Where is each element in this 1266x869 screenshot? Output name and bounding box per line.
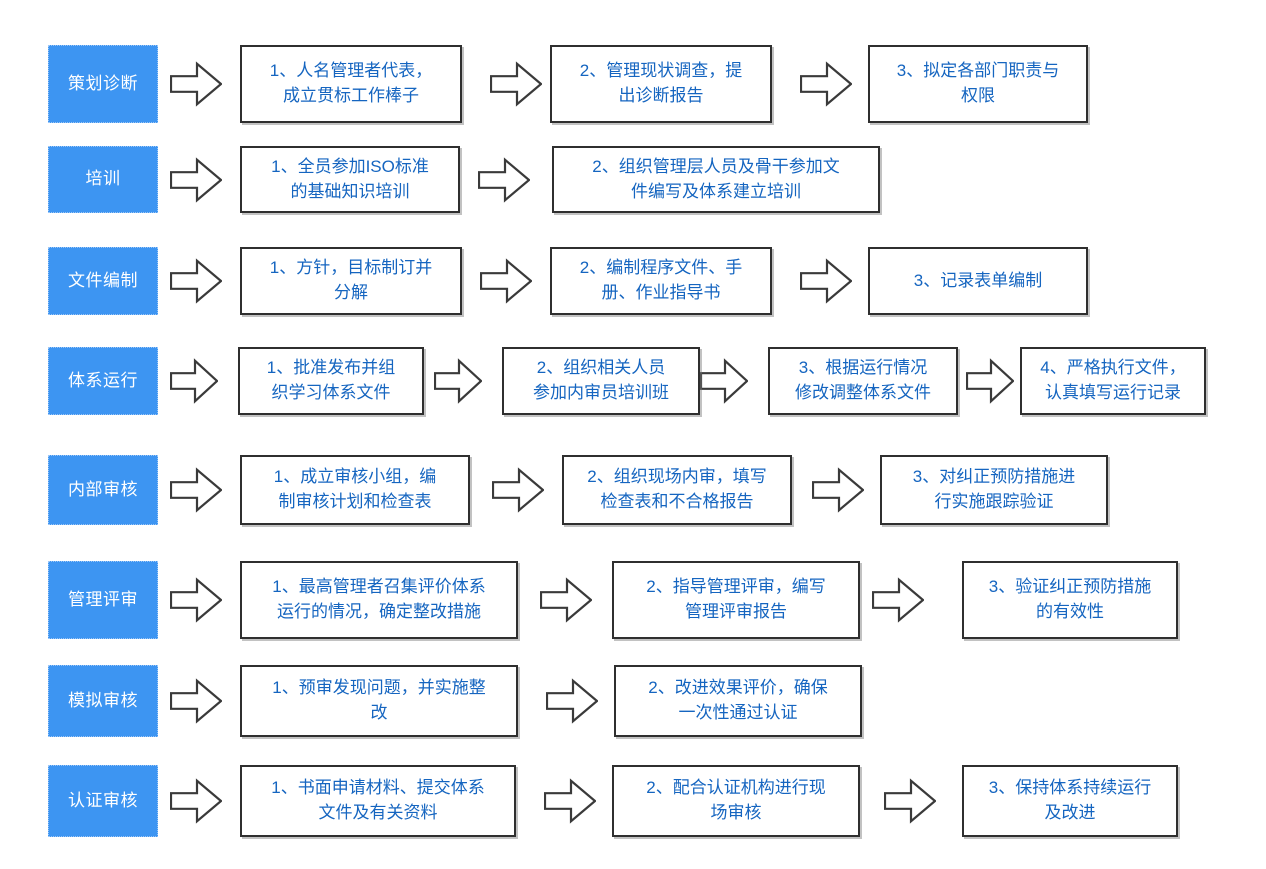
step-box-r7-c1[interactable]: 1、预审发现问题，并实施整 改 bbox=[240, 665, 518, 737]
step-box-r8-c3[interactable]: 3、保持体系持续运行 及改进 bbox=[962, 765, 1178, 837]
right-block-arrow-icon bbox=[540, 561, 592, 639]
right-block-arrow-icon bbox=[170, 347, 218, 415]
step-box-r2-c1[interactable]: 1、全员参加ISO标准 的基础知识培训 bbox=[240, 146, 460, 213]
step-text: 3、保持体系持续运行 及改进 bbox=[988, 778, 1152, 822]
step-text: 1、批准发布并组 织学习体系文件 bbox=[266, 358, 396, 402]
step-text: 1、最高管理者召集评价体系 运行的情况，确定整改措施 bbox=[272, 577, 486, 621]
step-text: 1、书面申请材料、提交体系 文件及有关资料 bbox=[271, 778, 485, 822]
right-block-arrow-icon bbox=[812, 455, 864, 525]
step-text: 2、组织相关人员 参加内审员培训班 bbox=[533, 358, 669, 402]
step-text: 4、严格执行文件， 认真填写运行记录 bbox=[1040, 358, 1186, 402]
stage-label-text: 模拟审核 bbox=[68, 690, 138, 710]
step-box-r1-c1[interactable]: 1、人名管理者代表， 成立贯标工作棒子 bbox=[240, 45, 462, 123]
step-box-r1-c2[interactable]: 2、管理现状调查，提 出诊断报告 bbox=[550, 45, 772, 123]
right-block-arrow-icon bbox=[546, 665, 598, 737]
step-box-r2-c2[interactable]: 2、组织管理层人员及骨干参加文 件编写及体系建立培训 bbox=[552, 146, 880, 213]
stage-label-2[interactable]: 培训 bbox=[48, 146, 158, 213]
right-block-arrow-icon bbox=[700, 347, 748, 415]
right-block-arrow-icon bbox=[966, 347, 1014, 415]
right-block-arrow-icon bbox=[490, 45, 542, 123]
stage-label-text: 管理评审 bbox=[68, 589, 138, 609]
stage-label-8[interactable]: 认证审核 bbox=[48, 765, 158, 837]
right-block-arrow-icon bbox=[170, 765, 222, 837]
right-block-arrow-icon bbox=[170, 561, 222, 639]
stage-label-text: 认证审核 bbox=[68, 790, 138, 810]
step-box-r7-c2[interactable]: 2、改进效果评价，确保 一次性通过认证 bbox=[614, 665, 862, 737]
flow-row: 认证审核 1、书面申请材料、提交体系 文件及有关资料 2、配合认证机构进行现 场审核… bbox=[0, 765, 1266, 837]
step-box-r5-c2[interactable]: 2、组织现场内审，填写 检查表和不合格报告 bbox=[562, 455, 792, 525]
right-block-arrow-icon bbox=[434, 347, 482, 415]
step-box-r8-c2[interactable]: 2、配合认证机构进行现 场审核 bbox=[612, 765, 860, 837]
flow-row: 体系运行 1、批准发布并组 织学习体系文件 2、组织相关人员 参加内审员培训班 3、根… bbox=[0, 347, 1266, 415]
step-box-r6-c3[interactable]: 3、验证纠正预防措施 的有效性 bbox=[962, 561, 1178, 639]
step-text: 1、方针，目标制订并 分解 bbox=[269, 258, 433, 302]
step-box-r4-c1[interactable]: 1、批准发布并组 织学习体系文件 bbox=[238, 347, 424, 415]
flow-row: 管理评审 1、最高管理者召集评价体系 运行的情况，确定整改措施 2、指导管理评审，编… bbox=[0, 561, 1266, 639]
right-block-arrow-icon bbox=[170, 247, 222, 315]
step-text: 1、预审发现问题，并实施整 改 bbox=[272, 678, 486, 722]
right-block-arrow-icon bbox=[544, 765, 596, 837]
stage-label-4[interactable]: 体系运行 bbox=[48, 347, 158, 415]
stage-label-text: 内部审核 bbox=[68, 479, 138, 499]
step-box-r6-c1[interactable]: 1、最高管理者召集评价体系 运行的情况，确定整改措施 bbox=[240, 561, 518, 639]
stage-label-text: 培训 bbox=[85, 169, 121, 189]
right-block-arrow-icon bbox=[170, 665, 222, 737]
right-block-arrow-icon bbox=[492, 455, 544, 525]
step-text: 1、成立审核小组，编 制审核计划和检查表 bbox=[273, 467, 437, 511]
step-text: 1、全员参加ISO标准 的基础知识培训 bbox=[271, 156, 429, 201]
step-box-r1-c3[interactable]: 3、拟定各部门职责与 权限 bbox=[868, 45, 1088, 123]
flow-row: 内部审核 1、成立审核小组，编 制审核计划和检查表 2、组织现场内审，填写 检查表和… bbox=[0, 455, 1266, 525]
step-text: 2、配合认证机构进行现 场审核 bbox=[646, 778, 826, 822]
stage-label-text: 文件编制 bbox=[68, 270, 138, 290]
step-box-r4-c4[interactable]: 4、严格执行文件， 认真填写运行记录 bbox=[1020, 347, 1206, 415]
stage-label-1[interactable]: 策划诊断 bbox=[48, 45, 158, 123]
step-text: 2、编制程序文件、手 册、作业指导书 bbox=[579, 258, 743, 302]
step-box-r4-c2[interactable]: 2、组织相关人员 参加内审员培训班 bbox=[502, 347, 700, 415]
flow-row: 策划诊断 1、人名管理者代表， 成立贯标工作棒子 2、管理现状调查，提 出诊断报告 3… bbox=[0, 45, 1266, 123]
step-box-r8-c1[interactable]: 1、书面申请材料、提交体系 文件及有关资料 bbox=[240, 765, 516, 837]
step-text: 3、根据运行情况 修改调整体系文件 bbox=[795, 358, 931, 402]
step-box-r6-c2[interactable]: 2、指导管理评审，编写 管理评审报告 bbox=[612, 561, 860, 639]
right-block-arrow-icon bbox=[884, 765, 936, 837]
step-text: 2、指导管理评审，编写 管理评审报告 bbox=[646, 577, 826, 621]
stage-label-6[interactable]: 管理评审 bbox=[48, 561, 158, 639]
step-text: 2、组织现场内审，填写 检查表和不合格报告 bbox=[587, 467, 767, 511]
step-text: 2、改进效果评价，确保 一次性通过认证 bbox=[648, 678, 828, 722]
flow-row: 文件编制 1、方针，目标制订并 分解 2、编制程序文件、手 册、作业指导书 3、记录表… bbox=[0, 247, 1266, 315]
step-box-r4-c3[interactable]: 3、根据运行情况 修改调整体系文件 bbox=[768, 347, 958, 415]
step-text: 2、管理现状调查，提 出诊断报告 bbox=[579, 61, 743, 105]
stage-label-5[interactable]: 内部审核 bbox=[48, 455, 158, 525]
stage-label-text: 策划诊断 bbox=[68, 73, 138, 93]
step-text: 3、记录表单编制 bbox=[913, 270, 1043, 290]
step-box-r3-c3[interactable]: 3、记录表单编制 bbox=[868, 247, 1088, 315]
step-text: 3、拟定各部门职责与 权限 bbox=[896, 61, 1060, 105]
right-block-arrow-icon bbox=[800, 45, 852, 123]
step-box-r3-c1[interactable]: 1、方针，目标制订并 分解 bbox=[240, 247, 462, 315]
right-block-arrow-icon bbox=[800, 247, 852, 315]
step-box-r5-c3[interactable]: 3、对纠正预防措施进 行实施跟踪验证 bbox=[880, 455, 1108, 525]
right-block-arrow-icon bbox=[478, 146, 530, 213]
stage-label-text: 体系运行 bbox=[68, 370, 138, 390]
step-text: 1、人名管理者代表， 成立贯标工作棒子 bbox=[269, 61, 433, 105]
step-text: 2、组织管理层人员及骨干参加文 件编写及体系建立培训 bbox=[592, 156, 840, 201]
right-block-arrow-icon bbox=[480, 247, 532, 315]
right-block-arrow-icon bbox=[170, 45, 222, 123]
step-box-r3-c2[interactable]: 2、编制程序文件、手 册、作业指导书 bbox=[550, 247, 772, 315]
step-box-r5-c1[interactable]: 1、成立审核小组，编 制审核计划和检查表 bbox=[240, 455, 470, 525]
flow-row: 培训 1、全员参加ISO标准 的基础知识培训 2、组织管理层人员及骨干参加文 件编写… bbox=[0, 146, 1266, 213]
flow-row: 模拟审核 1、预审发现问题，并实施整 改 2、改进效果评价，确保 一次性通过认证 bbox=[0, 665, 1266, 737]
right-block-arrow-icon bbox=[170, 146, 222, 213]
right-block-arrow-icon bbox=[170, 455, 222, 525]
step-text: 3、验证纠正预防措施 的有效性 bbox=[988, 577, 1152, 621]
step-text: 3、对纠正预防措施进 行实施跟踪验证 bbox=[912, 467, 1076, 511]
right-block-arrow-icon bbox=[872, 561, 924, 639]
stage-label-7[interactable]: 模拟审核 bbox=[48, 665, 158, 737]
stage-label-3[interactable]: 文件编制 bbox=[48, 247, 158, 315]
